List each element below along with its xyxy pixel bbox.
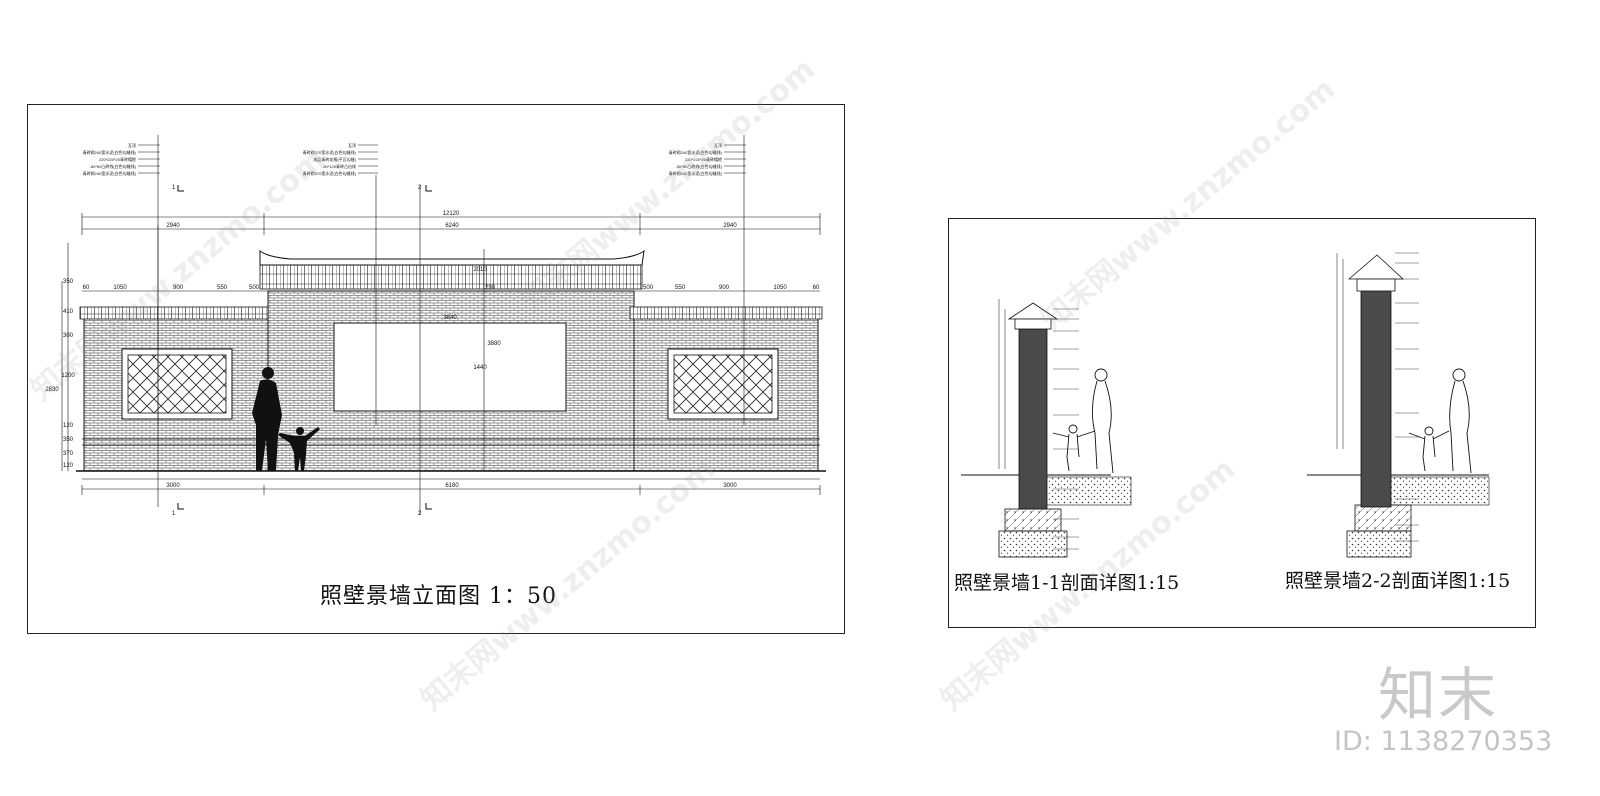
annotation-label: 青砖砌240宽水泥(白色勾缝线): [669, 170, 723, 176]
dim-left-part: 120: [63, 423, 74, 429]
dim-overall-width: 12120: [443, 211, 460, 217]
dim-left-part: 1200: [61, 373, 75, 379]
dim-left-wing: 60: [83, 285, 90, 291]
dim-left-part: 410: [63, 309, 74, 315]
annotations-right: 瓦顶青砖砌240宽水泥(白色勾缝线)220*220*20青砖帽檐-50*50凸砖…: [669, 143, 723, 176]
svg-text:2: 2: [418, 511, 422, 517]
annotation-label: 青砖砌240宽水泥(白色勾缝线): [669, 149, 723, 155]
sections-drawing: [961, 252, 1490, 558]
dimension-lines: [61, 135, 821, 515]
annotation-label: 瓦顶: [348, 143, 356, 148]
image-id-label: ID: 1138270353: [1334, 726, 1553, 757]
sections-panel: [948, 218, 1536, 628]
child-silhouette: [278, 427, 320, 471]
dim-right-wing: 60: [813, 285, 820, 291]
dim-window-width: 3840: [443, 315, 457, 321]
annotation-label: -50*120青砖凸出线: [322, 163, 356, 169]
dim-left-wing: 500: [249, 285, 260, 291]
dim-bottom: 3000: [723, 483, 737, 489]
annotation-label: 220*220*20青砖帽檐: [99, 156, 136, 162]
annotation-label: 青砖砌240宽水泥(白色勾缝线): [83, 149, 137, 155]
dim-bottom: 3000: [166, 483, 180, 489]
wall-left-wing: [79, 306, 273, 472]
dim-bottom: 6180: [445, 483, 459, 489]
annotation-label: 青砖砌240宽水泥(白色勾缝线): [83, 170, 137, 176]
elevation-panel: 瓦顶青砖砌240宽水泥(白色勾缝线)220*220*20青砖帽檐-50*50凸砖…: [27, 104, 845, 634]
dim-right-wing: 500: [643, 285, 654, 291]
annotation-leaders: [138, 144, 746, 174]
dim-left-wing: 550: [217, 285, 228, 291]
column-2-2: [1360, 278, 1392, 508]
adult-silhouette: [252, 367, 282, 471]
dim-right-wing: 550: [675, 285, 686, 291]
wall-center: [259, 249, 645, 472]
svg-text:2: 2: [418, 185, 422, 191]
annotations-left: 瓦顶青砖砌240宽水泥(白色勾缝线)220*220*20青砖帽檐-50*50凸砖…: [83, 143, 137, 176]
annotation-label: 220*220*20青砖帽檐: [685, 156, 722, 162]
dim-window-height: 1440: [473, 365, 487, 371]
dim-left-part: 300: [63, 333, 74, 339]
annotation-label: 瓦顶: [128, 143, 136, 148]
dim-right-wing: 900: [719, 285, 730, 291]
wall-right-wing: [629, 306, 823, 472]
dim-left-part: 370: [63, 451, 74, 457]
dimension-texts: 12120 2940 6240 2940 60 1050 900 550 500 500 550 90…: [45, 211, 820, 489]
dim-left-wing: 900: [173, 285, 184, 291]
dim-left-wing: 1050: [113, 285, 127, 291]
annotation-label: 青砖砌370宽水泥(白色勾缝线): [303, 149, 357, 155]
annotations-center: 瓦顶青砖砌370宽水泥(白色勾缝线)成品青砖花格(平瓦勾缝)-50*120青砖凸…: [303, 143, 357, 176]
annotation-label: -50*50凸砖线(白色勾缝线): [90, 163, 137, 169]
column-1-1: [1018, 328, 1048, 510]
annotation-label: 青砖砌370宽水泥(白色勾缝线): [303, 170, 357, 176]
section-2-2: [1307, 252, 1490, 558]
figures-1-1: [1052, 368, 1114, 474]
section-1-1-title: 照壁景墙1-1剖面详图1:15: [954, 572, 1180, 594]
dim-top: 2940: [166, 223, 180, 229]
section-marker-1: 1 1: [172, 185, 184, 517]
dim-center-height: 3880: [487, 341, 501, 347]
dim-left-part: 350: [63, 437, 74, 443]
section-1-1: [961, 299, 1132, 558]
elevation-drawing: 瓦顶青砖砌240宽水泥(白色勾缝线)220*220*20青砖帽檐-50*50凸砖…: [45, 135, 826, 517]
section-2-2-title: 照壁景墙2-2剖面详图1:15: [1285, 570, 1511, 592]
figures-2-2: [1408, 368, 1472, 474]
dim-center-inner: 290: [485, 285, 496, 291]
annotation-label: -50*50凸砖线(白色勾缝线): [676, 163, 723, 169]
annotation-label: 成品青砖花格(平瓦勾缝): [313, 156, 356, 162]
elevation-title: 照壁景墙立面图 1：50: [320, 584, 557, 609]
dim-center-top: 2010: [473, 267, 487, 273]
plinth-line: [82, 438, 820, 446]
dim-left-part: 350: [63, 279, 74, 285]
dim-left-part: 120: [63, 463, 74, 469]
svg-text:1: 1: [172, 185, 176, 191]
brand-logo: 知末: [1378, 661, 1499, 729]
section-marker-2: 2 2: [418, 185, 432, 517]
annotation-label: 瓦顶: [714, 143, 722, 148]
svg-text:1: 1: [172, 511, 176, 517]
dim-right-wing: 1050: [773, 285, 787, 291]
dim-top: 2940: [723, 223, 737, 229]
dim-top: 6240: [445, 223, 459, 229]
dim-left-total: 2830: [45, 387, 59, 393]
